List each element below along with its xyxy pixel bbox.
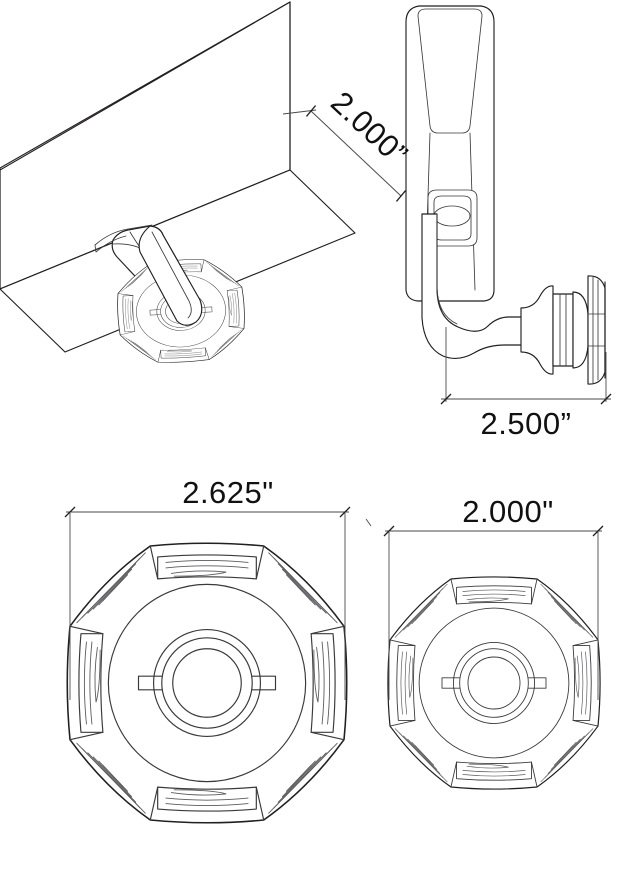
dim-front-small [365,518,604,700]
dimension-label-isometric-depth: 2.000” [324,85,414,173]
side-handle-body [405,5,495,302]
dim-isometric-depth [282,104,408,203]
dim-front-large [64,506,351,700]
iso-arm-overlay [138,225,203,326]
iso-wall-lip-2 [94,235,127,253]
dim-side-standoff [440,327,612,405]
dimension-label-side-standoff: 2.500” [481,406,572,441]
view-side-elevation [405,5,606,385]
view-front-large-knob [66,542,348,824]
dimension-label-front-small: 2.000" [462,494,554,529]
view-isometric [0,1,356,366]
side-flange [520,275,606,385]
view-front-small-knob [387,576,601,790]
iso-wall-lip [94,224,153,246]
dimension-label-front-large: 2.625" [182,475,274,510]
